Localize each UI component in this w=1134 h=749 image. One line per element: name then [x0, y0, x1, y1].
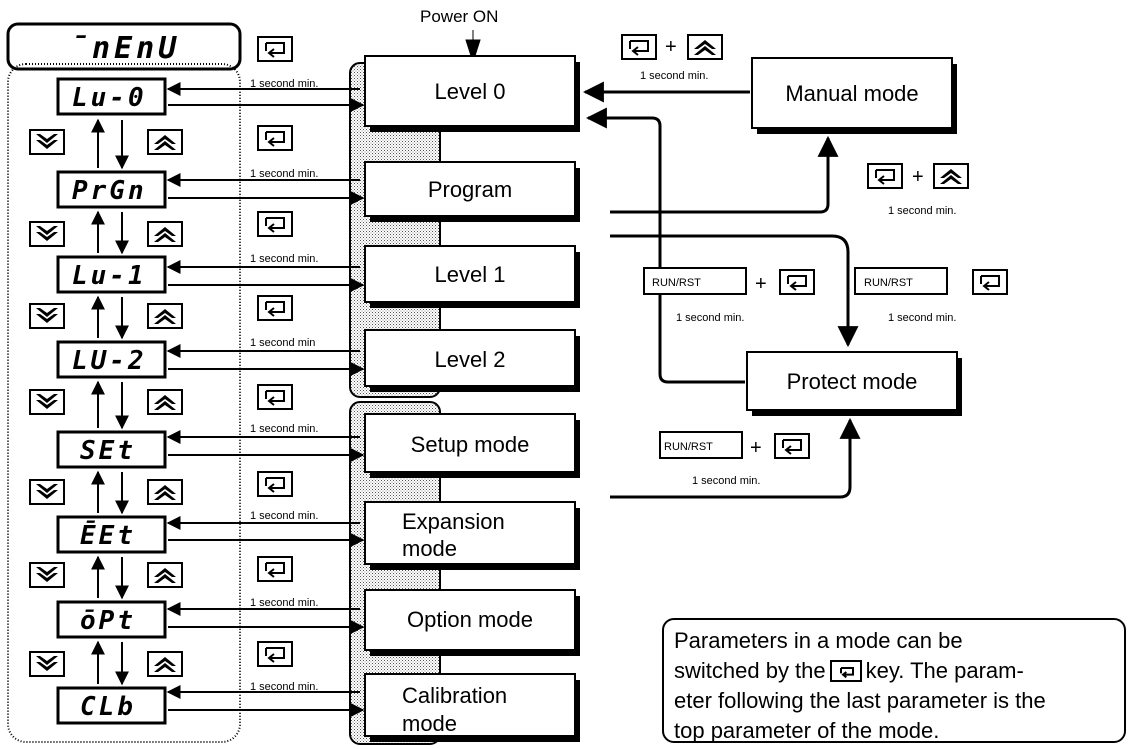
menu-item-lu1: Lu-1 — [72, 261, 147, 291]
setting-group — [349, 401, 441, 745]
note-line-1: Parameters in a mode can be — [674, 628, 963, 653]
mode-setup: Setup mode — [411, 432, 530, 457]
svg-text:1 second min.: 1 second min. — [888, 312, 956, 324]
note-line-4: top parameter of the mode. — [674, 718, 940, 743]
svg-text:1 second min.: 1 second min. — [250, 253, 318, 265]
menu-item-evt: ĒEt — [80, 519, 136, 551]
mode-level0: Level 0 — [435, 79, 506, 104]
svg-text:+: + — [665, 36, 677, 58]
menu-item-prgn: PrGn — [72, 176, 147, 206]
power-on-arrow — [465, 30, 481, 64]
menu-item-opt: ōPt — [80, 606, 136, 636]
svg-text:1 second min.: 1 second min. — [640, 70, 708, 82]
info-note: Parameters in a mode can be switched by … — [662, 618, 1126, 743]
svg-text:+: + — [750, 437, 762, 459]
mode-option: Option mode — [407, 607, 533, 632]
manual-mode-transitions: + 1 second min. + 1 second min. — [582, 34, 969, 217]
mode-calibration-line2: mode — [402, 711, 457, 736]
svg-text:1 second min.: 1 second min. — [250, 168, 318, 180]
svg-text:+: + — [912, 166, 924, 188]
run-rst-key: RUN/RST — [652, 277, 701, 289]
svg-text:1 second min.: 1 second min. — [250, 681, 318, 693]
menu-mode-arrows — [166, 82, 365, 717]
mode-program: Program — [428, 177, 512, 202]
svg-text:1 second min.: 1 second min. — [888, 205, 956, 217]
menu-displays: Lu-0 PrGn Lu-1 LU-2 SEt ĒEt ōPt CLb — [56, 77, 167, 725]
menu-item-lu2: LU-2 — [72, 346, 147, 376]
svg-text:1 second min.: 1 second min. — [676, 312, 744, 324]
run-rst-key: RUN/RST — [664, 441, 713, 453]
svg-text:1 second min: 1 second min — [250, 337, 315, 349]
run-rst-key: RUN/RST — [864, 277, 913, 289]
mode-level2: Level 2 — [435, 347, 506, 372]
mode-manual: Manual mode — [785, 81, 918, 106]
menu-mode-keys: 1 second min. 1 second min. 1 second min… — [250, 36, 318, 693]
mode-expansion-line2: mode — [402, 536, 457, 561]
mode-level1: Level 1 — [435, 262, 506, 287]
menu-title-panel — [6, 22, 242, 71]
mode-key-icon — [829, 660, 862, 682]
mode-protect: Protect mode — [787, 369, 918, 394]
svg-text:1 second min.: 1 second min. — [692, 475, 760, 487]
svg-text:1 second min.: 1 second min. — [250, 78, 318, 90]
mode-boxes: Level 0 Program Level 1 Level 2 Setup mo… — [364, 55, 962, 742]
svg-text:1 second min.: 1 second min. — [250, 510, 318, 522]
power-on-label: Power ON — [420, 7, 498, 26]
menu-item-set: SEt — [80, 436, 136, 466]
menu-item-lu0: Lu-0 — [72, 83, 147, 113]
svg-text:1 second min.: 1 second min. — [250, 423, 318, 435]
svg-text:+: + — [755, 273, 767, 295]
note-line-3: eter following the last parameter is the — [674, 688, 1046, 713]
svg-text:1 second min.: 1 second min. — [250, 597, 318, 609]
menu-navigation — [29, 118, 183, 686]
menu-title: ̄nEnU — [70, 31, 180, 66]
menu-item-clb: CLb — [80, 692, 136, 722]
protect-mode-transitions: RUN/RST + 1 second min. RUN/RST 1 second… — [585, 107, 1008, 499]
mode-expansion-line1: Expansion — [402, 509, 505, 534]
mode-calibration-line1: Calibration — [402, 683, 507, 708]
